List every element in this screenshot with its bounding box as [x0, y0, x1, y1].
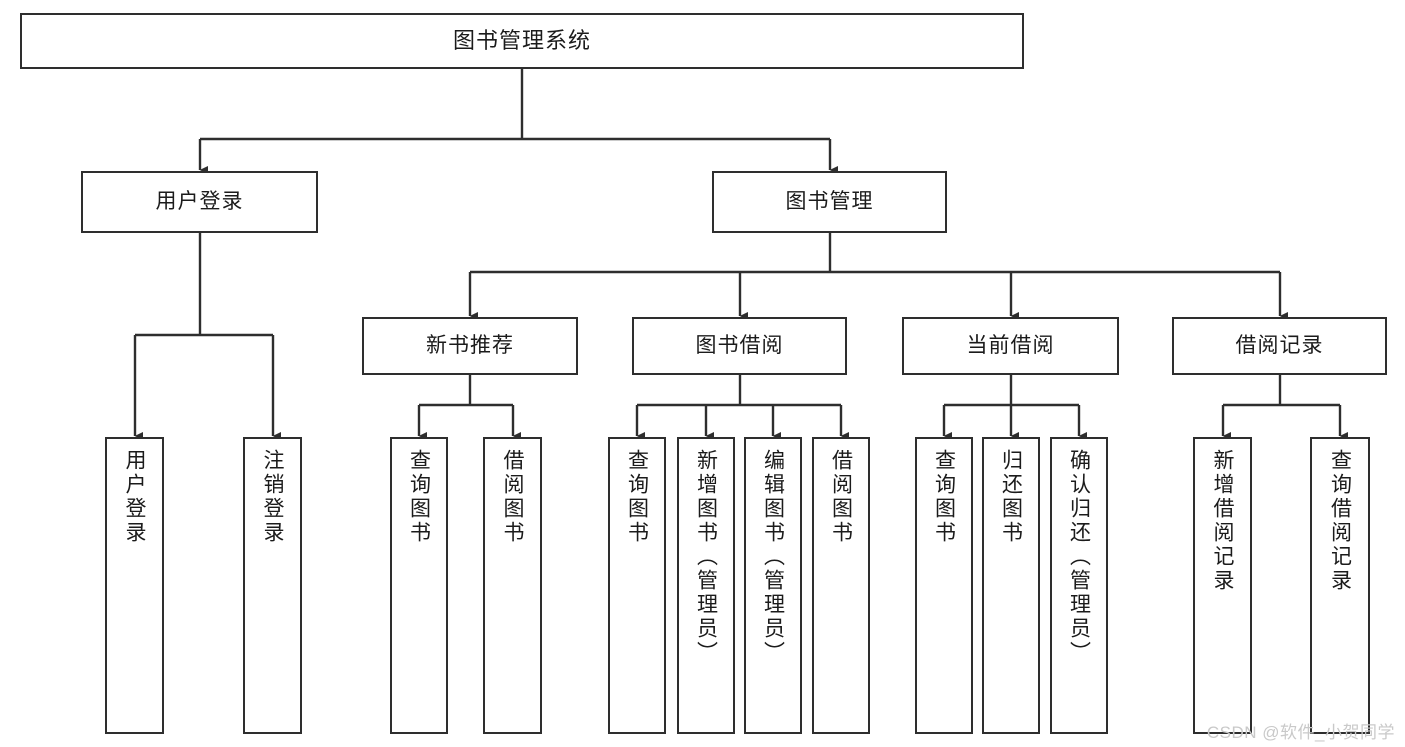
leaf-confirm-return-admin[interactable]: 确认归还（管理员）	[1050, 437, 1108, 734]
node-label: 图书借阅	[695, 333, 784, 357]
leaf-query-borrow-record[interactable]: 查询借阅记录	[1310, 437, 1370, 734]
node-borrow-record[interactable]: 借阅记录	[1172, 317, 1387, 375]
leaf-query-book-borrow[interactable]: 查询图书	[608, 437, 666, 734]
node-label: 图书管理	[785, 189, 874, 213]
node-label: 归还图书	[999, 449, 1023, 545]
node-label: 借阅记录	[1235, 333, 1324, 357]
node-label: 查询图书	[932, 449, 956, 545]
node-label: 新书推荐	[426, 333, 514, 357]
node-label: 查询图书	[625, 449, 649, 545]
leaf-add-book-admin[interactable]: 新增图书（管理员）	[677, 437, 735, 734]
node-book-borrow[interactable]: 图书借阅	[632, 317, 847, 375]
node-label: 借阅图书	[501, 449, 524, 545]
leaf-user-login[interactable]: 用户登录	[105, 437, 164, 734]
leaf-user-logout[interactable]: 注销登录	[243, 437, 302, 734]
leaf-borrow-book[interactable]: 借阅图书	[812, 437, 870, 734]
node-label: 用户登录	[155, 189, 244, 213]
node-label: 查询图书	[407, 449, 431, 545]
node-book-management[interactable]: 图书管理	[712, 171, 947, 233]
node-label: 新增借阅记录	[1211, 449, 1234, 593]
csdn-watermark: CSDN @软件_小贺同学	[1206, 723, 1395, 742]
node-label: 确认归还（管理员）	[1067, 449, 1091, 665]
node-label: 借阅图书	[829, 449, 853, 545]
node-label: 新增图书（管理员）	[694, 449, 718, 665]
leaf-query-book-recommend[interactable]: 查询图书	[390, 437, 448, 734]
node-label: 查询借阅记录	[1328, 449, 1352, 593]
leaf-return-book[interactable]: 归还图书	[982, 437, 1040, 734]
node-label: 用户登录	[123, 449, 146, 545]
node-new-book-recommend[interactable]: 新书推荐	[362, 317, 578, 375]
node-user-login[interactable]: 用户登录	[81, 171, 318, 233]
leaf-edit-book-admin[interactable]: 编辑图书（管理员）	[744, 437, 802, 734]
node-label: 编辑图书（管理员）	[761, 449, 785, 665]
node-current-borrow[interactable]: 当前借阅	[902, 317, 1119, 375]
node-root-system[interactable]: 图书管理系统	[20, 13, 1024, 69]
leaf-add-borrow-record[interactable]: 新增借阅记录	[1193, 437, 1252, 734]
node-label: 图书管理系统	[452, 28, 591, 54]
leaf-borrow-book-recommend[interactable]: 借阅图书	[483, 437, 542, 734]
node-label: 注销登录	[261, 449, 284, 545]
leaf-query-book-current[interactable]: 查询图书	[915, 437, 973, 734]
node-label: 当前借阅	[966, 333, 1055, 357]
